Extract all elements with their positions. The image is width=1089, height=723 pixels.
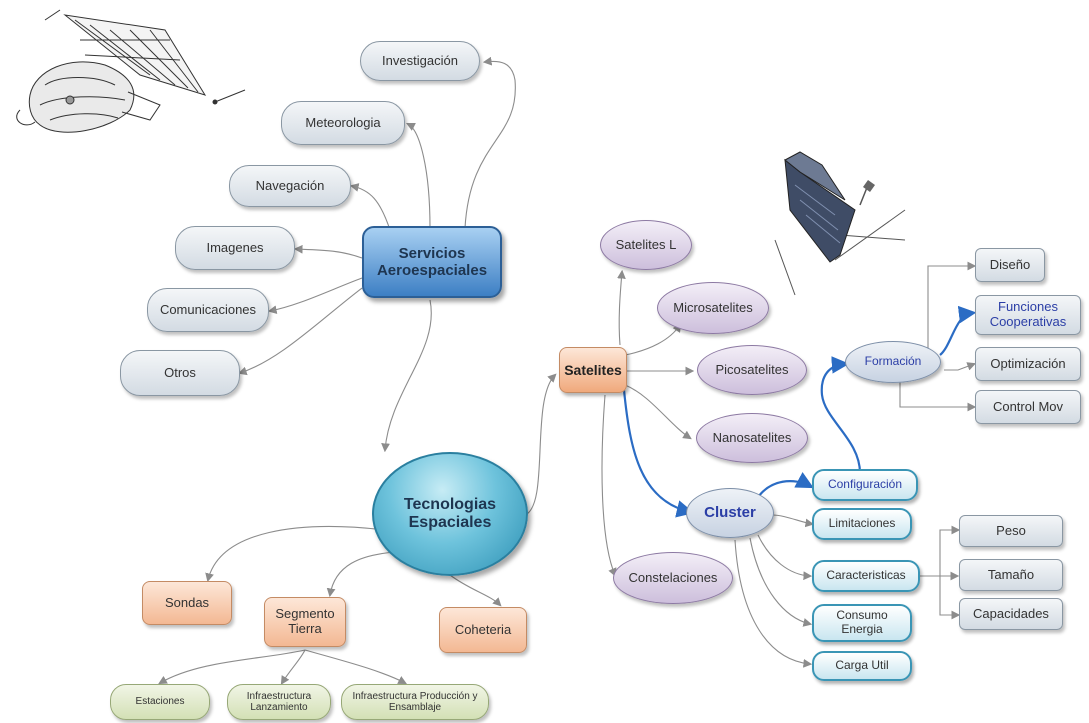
node-servicios-aeroespaciales[interactable]: Servicios Aeroespaciales bbox=[362, 226, 502, 298]
node-diseno[interactable]: Diseño bbox=[975, 248, 1045, 282]
connector bbox=[280, 649, 306, 685]
connector bbox=[304, 649, 407, 685]
connector bbox=[617, 269, 626, 346]
node-optimizacion[interactable]: Optimización bbox=[975, 347, 1081, 381]
connector bbox=[381, 299, 432, 453]
node-imagenes[interactable]: Imagenes bbox=[175, 226, 295, 270]
node-cluster[interactable]: Cluster bbox=[686, 488, 774, 538]
node-formacion[interactable]: Formación bbox=[845, 341, 941, 383]
node-estaciones[interactable]: Estaciones bbox=[110, 684, 210, 720]
node-coheteria[interactable]: Coheteria bbox=[439, 607, 527, 653]
highlight-connector bbox=[820, 356, 862, 474]
node-otros[interactable]: Otros bbox=[120, 350, 240, 396]
node-meteorologia[interactable]: Meteorologia bbox=[281, 101, 405, 145]
connector bbox=[406, 123, 431, 229]
node-sondas[interactable]: Sondas bbox=[142, 581, 232, 625]
node-peso[interactable]: Peso bbox=[959, 515, 1063, 547]
highlight-connector bbox=[939, 305, 977, 356]
connector bbox=[899, 378, 977, 412]
connector bbox=[293, 244, 363, 259]
connector bbox=[624, 384, 692, 440]
highlight-connector bbox=[622, 389, 695, 518]
node-nanosatelites[interactable]: Nanosatelites bbox=[696, 413, 808, 463]
space-station-illustration bbox=[16, 9, 246, 133]
node-limitaciones[interactable]: Limitaciones bbox=[812, 508, 912, 540]
node-navegacion[interactable]: Navegación bbox=[229, 165, 351, 207]
node-consumo-energia[interactable]: Consumo Energia bbox=[812, 604, 912, 642]
connector bbox=[734, 539, 813, 668]
connector bbox=[524, 373, 557, 516]
cubesat-illustration bbox=[774, 151, 906, 296]
node-control-mov[interactable]: Control Mov bbox=[975, 390, 1081, 424]
connector bbox=[601, 394, 617, 578]
connector bbox=[349, 183, 391, 231]
node-microsatelites[interactable]: Microsatelites bbox=[657, 282, 769, 334]
node-capacidades[interactable]: Capacidades bbox=[959, 598, 1063, 630]
connector bbox=[749, 537, 813, 627]
connector bbox=[464, 56, 516, 229]
node-carga-util[interactable]: Carga Util bbox=[812, 651, 912, 681]
node-funciones-cooperativas[interactable]: Funciones Cooperativas bbox=[975, 295, 1081, 335]
connector bbox=[920, 525, 961, 577]
connector bbox=[944, 362, 977, 371]
node-constelaciones[interactable]: Constelaciones bbox=[613, 552, 733, 604]
connector bbox=[771, 514, 815, 528]
node-satelites-l[interactable]: Satelites L bbox=[600, 220, 692, 270]
connector bbox=[205, 526, 386, 583]
node-infraestructura-lanzamiento[interactable]: Infraestructura Lanzamiento bbox=[227, 684, 331, 720]
connector bbox=[624, 323, 682, 356]
node-infraestructura-produccion[interactable]: Infraestructura Producción y Ensamblaje bbox=[341, 684, 489, 720]
node-satelites[interactable]: Satelites bbox=[559, 347, 627, 393]
connector bbox=[939, 576, 961, 620]
connector bbox=[449, 574, 502, 607]
node-tecnologias-espaciales[interactable]: Tecnologias Espaciales bbox=[372, 452, 528, 576]
connector bbox=[158, 649, 306, 685]
node-configuracion[interactable]: Configuración bbox=[812, 469, 918, 501]
connector bbox=[757, 534, 813, 581]
node-tamano[interactable]: Tamaño bbox=[959, 559, 1063, 591]
connector bbox=[237, 287, 363, 376]
node-caracteristicas[interactable]: Caracteristicas bbox=[812, 560, 920, 592]
connector bbox=[927, 261, 977, 350]
node-comunicaciones[interactable]: Comunicaciones bbox=[147, 288, 269, 332]
node-segmento-tierra[interactable]: Segmento Tierra bbox=[264, 597, 346, 647]
node-picosatelites[interactable]: Picosatelites bbox=[697, 345, 807, 395]
connector bbox=[326, 551, 396, 598]
node-investigacion[interactable]: Investigación bbox=[360, 41, 480, 81]
connector bbox=[267, 277, 363, 315]
